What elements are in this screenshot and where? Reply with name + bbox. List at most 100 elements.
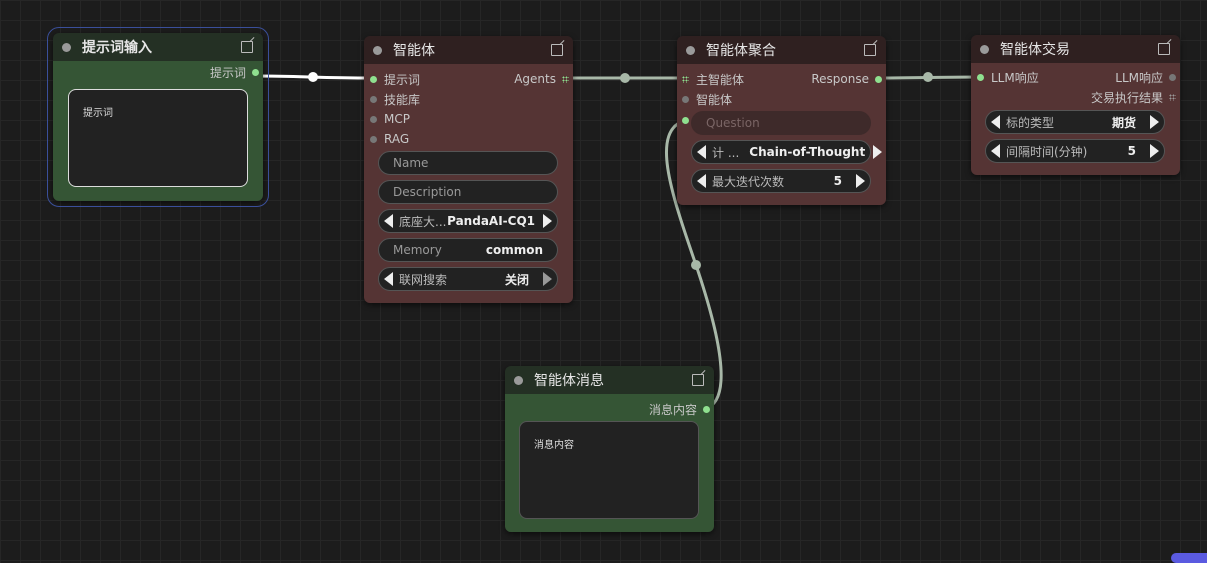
web-search-combo[interactable]: 联网搜索 关闭 (378, 267, 558, 291)
output-slot-label: LLM响应 (1115, 70, 1163, 85)
arrow-right-icon[interactable] (873, 145, 883, 159)
combo-label: 计 ... (712, 145, 740, 160)
output-slot-trade-result[interactable]: 交易执行结果 (1091, 89, 1176, 105)
edit-icon[interactable] (551, 44, 563, 56)
node-agent[interactable]: 智能体 提示词 技能库 MCP RAG Agents Name Descript… (364, 36, 573, 303)
input-slot-mcp[interactable]: MCP (370, 111, 410, 127)
node-prompt-input[interactable]: 提示词输入 提示词 提示词 (47, 27, 269, 207)
question-field[interactable]: Question (691, 111, 871, 135)
input-slot-prompt[interactable]: 提示词 (370, 71, 420, 87)
slot-connector-icon[interactable] (682, 116, 689, 124)
field-value: common (485, 243, 543, 257)
output-slot-response[interactable]: Response (811, 71, 882, 87)
memory-field[interactable]: Memory common (378, 238, 558, 262)
arrow-right-icon[interactable] (1150, 144, 1159, 158)
input-slot-rag[interactable]: RAG (370, 131, 409, 147)
output-slot-llm-response[interactable]: LLM响应 (1115, 69, 1176, 85)
input-slot-agent[interactable]: 智能体 (682, 91, 732, 107)
description-field[interactable]: Description (378, 180, 558, 204)
slot-list-connector-icon[interactable] (682, 75, 689, 83)
output-slot-label: 交易执行结果 (1090, 90, 1163, 105)
input-slot-label: MCP (384, 112, 410, 126)
strategy-combo[interactable]: 计 ... Chain-of-Thought (691, 140, 883, 164)
stepper-value: 5 (833, 174, 842, 188)
slot-connector-icon[interactable] (875, 75, 882, 83)
input-slot-label: LLM响应 (991, 70, 1039, 85)
slot-list-connector-icon[interactable] (562, 75, 569, 83)
output-slot-prompt[interactable]: 提示词 (210, 64, 259, 80)
output-slot-label: Response (811, 72, 869, 86)
slot-connector-icon[interactable] (1169, 73, 1176, 81)
node-title: 智能体聚合 (706, 43, 776, 59)
collapse-dot-icon[interactable] (62, 42, 71, 52)
node-agent-trade[interactable]: 智能体交易 LLM响应 LLM响应 交易执行结果 标的类型 期货 间隔时间(分钟… (971, 35, 1180, 175)
edit-icon[interactable] (241, 41, 253, 53)
prompt-textarea[interactable]: 提示词 (68, 89, 248, 187)
stepper-label: 间隔时间(分钟) (1006, 144, 1088, 159)
input-slot-llm-response[interactable]: LLM响应 (977, 69, 1039, 85)
slot-connector-icon[interactable] (703, 405, 710, 413)
output-slot-label: 消息内容 (648, 402, 697, 417)
name-field[interactable]: Name (378, 151, 558, 175)
combo-label: 标的类型 (1006, 115, 1055, 130)
arrow-right-icon[interactable] (543, 214, 552, 228)
link-midpoint (620, 73, 630, 83)
combo-value: 关闭 (504, 272, 529, 287)
question-placeholder: Question (706, 116, 760, 130)
combo-label: 联网搜索 (399, 272, 448, 287)
output-slot-agents[interactable]: Agents (514, 71, 569, 87)
node-title-bar[interactable]: 提示词输入 (53, 33, 263, 61)
arrow-left-icon[interactable] (991, 144, 1000, 158)
slot-connector-icon[interactable] (370, 115, 377, 123)
slot-list-connector-icon[interactable] (1169, 93, 1176, 101)
arrow-left-icon[interactable] (384, 214, 393, 228)
slot-connector-icon[interactable] (252, 68, 259, 76)
name-placeholder: Name (393, 156, 429, 170)
combo-label: 底座大... (399, 214, 447, 229)
node-title: 提示词输入 (82, 40, 152, 56)
node-title-bar[interactable]: 智能体 (364, 36, 573, 64)
arrow-right-icon[interactable] (856, 174, 865, 188)
message-textarea[interactable]: 消息内容 (519, 421, 699, 519)
collapse-dot-icon[interactable] (980, 44, 989, 54)
max-iterations-stepper[interactable]: 最大迭代次数 5 (691, 169, 871, 193)
combo-value: PandaAI-CQ1 (447, 214, 535, 228)
node-title: 智能体交易 (1000, 42, 1070, 58)
collapse-dot-icon[interactable] (686, 45, 695, 55)
stepper-label: 最大迭代次数 (712, 174, 785, 189)
interval-stepper[interactable]: 间隔时间(分钟) 5 (985, 139, 1165, 163)
arrow-left-icon[interactable] (991, 115, 1000, 129)
slot-connector-icon[interactable] (977, 73, 984, 81)
edit-icon[interactable] (692, 374, 704, 386)
input-slot-skills[interactable]: 技能库 (370, 91, 420, 107)
slot-connector-icon[interactable] (370, 135, 377, 143)
node-agent-aggregate[interactable]: 智能体聚合 主智能体 智能体 Response Question 计 ... C… (677, 36, 886, 205)
node-title-bar[interactable]: 智能体交易 (971, 35, 1180, 63)
slot-connector-icon[interactable] (370, 75, 377, 83)
arrow-right-icon[interactable] (543, 272, 552, 286)
arrow-left-icon[interactable] (697, 174, 706, 188)
node-title-bar[interactable]: 智能体消息 (505, 366, 714, 394)
arrow-left-icon[interactable] (384, 272, 393, 286)
slot-connector-icon[interactable] (370, 95, 377, 103)
link-midpoint (308, 72, 318, 82)
output-slot-message[interactable]: 消息内容 (649, 401, 710, 417)
node-agent-message[interactable]: 智能体消息 消息内容 消息内容 (505, 366, 714, 532)
input-slot-main-agent[interactable]: 主智能体 (682, 71, 744, 87)
link-prompt-to-agent (253, 74, 373, 80)
corner-badge[interactable] (1171, 553, 1207, 563)
collapse-dot-icon[interactable] (514, 375, 523, 385)
combo-value: 期货 (1111, 115, 1136, 130)
edit-icon[interactable] (864, 44, 876, 56)
target-type-combo[interactable]: 标的类型 期货 (985, 110, 1165, 134)
node-title-bar[interactable]: 智能体聚合 (677, 36, 886, 64)
combo-value: Chain-of-Thought (749, 145, 866, 159)
arrow-right-icon[interactable] (1150, 115, 1159, 129)
link-midpoint (923, 72, 933, 82)
arrow-left-icon[interactable] (697, 145, 706, 159)
collapse-dot-icon[interactable] (373, 45, 382, 55)
slot-connector-icon[interactable] (682, 95, 689, 103)
base-model-combo[interactable]: 底座大... PandaAI-CQ1 (378, 209, 558, 233)
node-title: 智能体 (393, 43, 435, 59)
edit-icon[interactable] (1158, 43, 1170, 55)
